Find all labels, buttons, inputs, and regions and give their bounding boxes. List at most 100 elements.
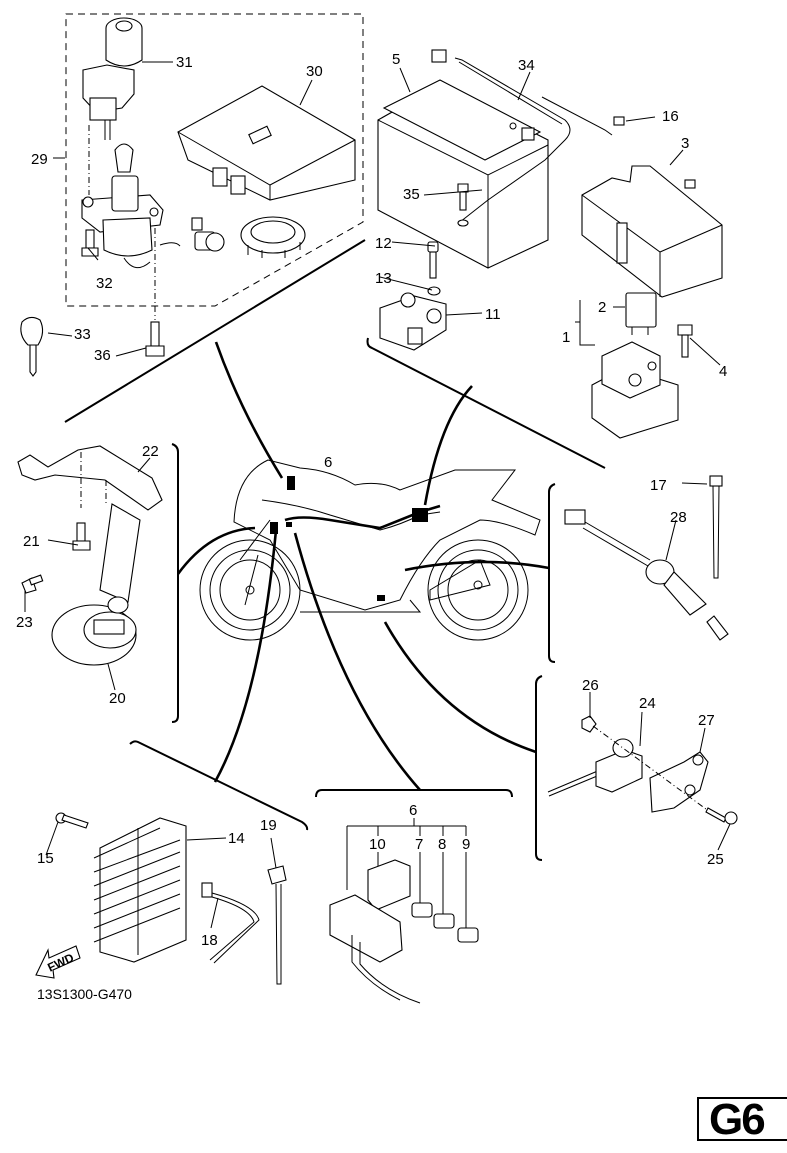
- ecu-drawing: [177, 85, 356, 201]
- callout-27: 27: [698, 712, 715, 729]
- callout-15: 15: [37, 850, 54, 867]
- band-18-drawing: [201, 882, 260, 964]
- nut-26-drawing: [581, 715, 597, 733]
- battery-drawing: [377, 49, 549, 269]
- bracket-right-lower: [535, 675, 543, 861]
- plate-27-drawing: [649, 751, 709, 813]
- relay-cover-drawing: [581, 165, 723, 298]
- callout-31: 31: [176, 54, 193, 71]
- callout-25: 25: [707, 851, 724, 868]
- center-label-6: 6: [324, 454, 332, 471]
- leader-horn: [176, 526, 256, 575]
- leader-battery: [423, 385, 473, 506]
- sensor-11-drawing: [379, 292, 447, 351]
- bracket-top-left: [64, 239, 366, 423]
- callout-7: 7: [415, 836, 423, 853]
- fwd-label: FWD: [45, 950, 76, 974]
- callout-16: 16: [662, 108, 679, 125]
- rectifier-regulator-drawing: [99, 817, 187, 963]
- fuse-8-drawing: [433, 913, 455, 929]
- bolt-32-drawing: [81, 229, 99, 257]
- callout-20: 20: [109, 690, 126, 707]
- callout-labels: 29 31 30 32 33 36 5 34 16 3 35 12 13 11 …: [16, 51, 727, 949]
- leader-fuse-box: [293, 532, 421, 791]
- callout-23: 23: [16, 614, 33, 631]
- page-id: G6: [709, 1095, 766, 1144]
- callout-11: 11: [485, 306, 501, 323]
- callout-26: 26: [582, 677, 599, 694]
- bolt-23-drawing: [21, 574, 44, 594]
- relay-10-drawing: [367, 859, 411, 911]
- callout-6: 6: [409, 802, 417, 819]
- starter-relay-drawing: [591, 341, 679, 439]
- key-drawing: [20, 316, 44, 377]
- fuse-9-drawing: [457, 927, 479, 943]
- callout-19: 19: [260, 817, 277, 834]
- horn-group: [17, 445, 163, 666]
- motorcycle-drawing: [199, 459, 541, 641]
- callout-24: 24: [639, 695, 656, 712]
- cable-tie-17-drawing: [709, 475, 723, 579]
- callout-2: 2: [598, 299, 606, 316]
- horn-bracket-drawing: [17, 445, 163, 511]
- fuse-box-drawing: [329, 894, 403, 963]
- main-switch-group: [20, 13, 364, 377]
- callout-12: 12: [375, 235, 392, 252]
- leader-neutral-switch: [404, 560, 550, 572]
- fuse-7-drawing: [411, 902, 433, 918]
- callout-21: 21: [23, 533, 40, 550]
- callout-9: 9: [462, 836, 470, 853]
- callout-36: 36: [94, 347, 111, 364]
- main-switch-drawing: [81, 17, 181, 320]
- bracket-top-right: [366, 337, 606, 469]
- page-id-box: G6: [697, 1095, 787, 1144]
- fwd-arrow-icon: FWD: [35, 945, 81, 979]
- clamp-band-19-drawing: [267, 865, 287, 985]
- callout-leaders: [24, 61, 731, 929]
- set-boundary-dashed: [65, 13, 364, 307]
- callout-32: 32: [96, 275, 113, 292]
- battery-band-drawing: [454, 57, 571, 223]
- bolt-4-drawing: [677, 324, 693, 358]
- callout-13: 13: [375, 270, 392, 287]
- bolt-36-drawing: [145, 321, 165, 357]
- fuse-2-drawing: [625, 292, 657, 335]
- leader-regulator: [213, 529, 278, 783]
- bracket-bottom-left: [129, 740, 309, 831]
- callout-35: 35: [403, 186, 420, 203]
- bracket-right-upper: [548, 483, 556, 663]
- bracket-bottom-center: [315, 789, 513, 798]
- location-leaders: [176, 341, 550, 791]
- band-16-drawing: [541, 96, 625, 136]
- drawing-code: 13S1300-G470: [37, 986, 132, 1002]
- battery-group: [377, 49, 723, 439]
- callout-30: 30: [306, 63, 323, 80]
- leader-sidestand: [383, 621, 537, 754]
- connector-drawing: [564, 509, 586, 525]
- bolt-21-drawing: [72, 522, 91, 551]
- callout-8: 8: [438, 836, 446, 853]
- callout-29: 29: [31, 151, 48, 168]
- callout-3: 3: [681, 135, 689, 152]
- callout-34: 34: [518, 57, 535, 74]
- bolt-12-drawing: [427, 241, 439, 279]
- bolt-15-drawing: [55, 812, 89, 829]
- callout-5: 5: [392, 51, 400, 68]
- washer-13-drawing: [427, 286, 441, 296]
- callout-10: 10: [369, 836, 386, 853]
- callout-28: 28: [670, 509, 687, 526]
- sidestand-switch-group: [547, 715, 738, 825]
- callout-18: 18: [201, 932, 218, 949]
- leader-main-switch: [214, 341, 284, 479]
- callout-17: 17: [650, 477, 667, 494]
- neutral-switch-group: [564, 475, 729, 641]
- callout-22: 22: [142, 443, 159, 460]
- bracket-left: [171, 443, 179, 723]
- fuse-box-group: [329, 818, 479, 1004]
- callout-14: 14: [228, 830, 245, 847]
- fuel-cap-drawing: [240, 216, 306, 258]
- lock-cylinder-drawing: [191, 217, 225, 252]
- group-brackets: [64, 239, 606, 861]
- callout-1: 1: [562, 329, 570, 346]
